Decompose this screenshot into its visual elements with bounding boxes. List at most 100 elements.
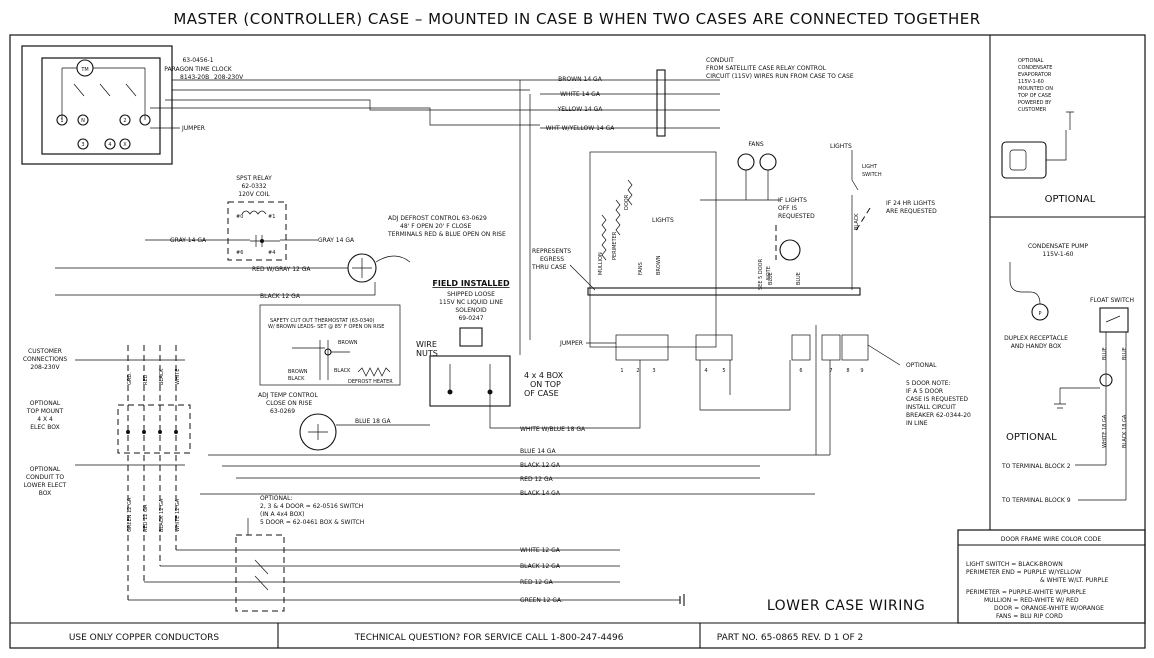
represents-3: THRU CASE [531,264,567,271]
pump-black-18: BLACK 18 GA [1122,414,1128,448]
safety-brown-2: BROWN [288,369,308,375]
wire-gray-1: GRAY 14 GA [170,237,207,244]
drawing-border [9,34,1146,649]
solenoid-symbol [459,327,483,347]
tc-term-1 [56,114,68,126]
tb-2: 2 [636,368,639,374]
temp-control-line2: CLOSE ON RISE [266,400,312,407]
conduit-line3: CIRCUIT (115V) WIRES RUN FROM CASE TO CA… [706,73,854,80]
wire-mid-black-14: BLACK 14 GA [520,490,561,497]
clock-top-wires [172,79,540,91]
relay-t0: #0 [236,214,243,220]
wire-nuts-1: WIRE [416,340,437,349]
light-switch-1: LIGHT [862,164,878,170]
tb-jumper-label: JUMPER [559,340,583,347]
safety-black-2: BLACK [288,376,305,382]
tb-4: 4 [704,368,707,374]
defrost-heater-label: DEFROST HEATER [348,379,393,385]
v-white: WHITE [175,369,181,385]
cc-7: FANS = BLU RIP CORD [996,613,1063,620]
tc-term-x [119,138,131,150]
tb-optional: OPTIONAL [906,362,937,369]
optional-elec-box [117,404,191,454]
five-door-4: INSTALL CIRCUIT [906,404,956,411]
safety-wiring [292,340,350,380]
temp-control-symbol [299,413,337,451]
evap-6: TOP OF CASE [1017,93,1051,99]
mount-4: ELEC BOX [30,424,59,431]
top-wire-drops [519,80,531,355]
v-green-12: GREEN 12 GA [127,497,133,532]
wire-gray-2: GRAY 14 GA [318,237,355,244]
evap-2: CONDENSATE [1018,65,1052,71]
fan-2 [759,153,777,171]
lower-case-wiring-label: LOWER CASE WIRING [767,598,925,614]
cc-2: PERIMETER END = PURPLE W/YELLOW [966,569,1081,576]
v-black-12: BLACK 12 GA [159,498,165,532]
jumper-label: JUMPER [181,125,205,132]
relay-t4: #4 [268,250,275,256]
light-switch-2: SWITCH [862,172,882,178]
pump-motor [1031,303,1049,321]
perimeter-label: PERIMETER [612,231,618,260]
safety-frame [259,304,401,386]
relay-contact [250,235,280,247]
evap-7: POWERED BY [1018,100,1052,106]
wire-bottom-black-12: BLACK 12 GA [520,563,561,570]
tb-1: 1 [620,368,623,374]
fans-top-label: FANS [748,141,763,148]
represents-2: EGRESS [540,256,564,263]
pump-blue-2: BLUE [1122,347,1128,360]
wire-nut-1 [447,389,453,395]
time-clock-inner-box [41,57,161,155]
field-line3: SOLENOID [455,307,487,314]
wire-mid-red-12: RED 12 GA [520,476,554,483]
light-switch-line [851,150,859,290]
v-white-12: WHITE 12 GA [175,498,181,532]
tc-label-n: N [81,118,85,124]
defrost-heater-symbol [357,367,391,377]
relay-coil-symbol [241,210,267,215]
float-switch [1099,307,1129,333]
if24-1: IF 24 HR LIGHTS [886,200,935,207]
box-label-3: OF CASE [524,389,559,398]
conduit-line2: FROM SATELLITE CASE RELAY CONTROL [706,65,827,72]
left-long-wires [55,267,376,296]
relay-coil: 120V COIL [238,191,270,198]
field-line4: 69-0247 [458,315,483,322]
five-door-2: IF A 5 DOOR [906,388,943,395]
relay-name: SPST RELAY [236,175,272,182]
conduit-line1: CONDUIT [706,57,734,64]
v-black: BLACK [159,368,165,385]
color-code-heading: DOOR FRAME WIRE COLOR CODE [1001,536,1101,543]
fan-1 [737,153,755,171]
to-tb-2: TO TERMINAL BLOCK 2 [1001,463,1071,470]
wire-mid-black-12: BLACK 12 GA [520,462,561,469]
float-switch-label: FLOAT SWITCH [1090,297,1134,304]
relay-box [227,201,287,261]
relay-t6: #6 [236,250,243,256]
switch-note-4: 5 DOOR = 62-0461 BOX & SWITCH [260,519,364,526]
tc-model: 8143-20B [180,74,209,81]
diagram-title: MASTER (CONTROLLER) CASE – MOUNTED IN CA… [173,10,980,28]
mullion-label: MULLION [598,252,604,275]
field-line2: 115V NC LIQUID LINE [439,299,503,306]
tc-term-3 [77,138,89,150]
if-off-3: REQUESTED [778,213,815,220]
customer-conn-3: 208-230V [30,364,60,371]
lights-top-label: LIGHTS [830,143,852,150]
tb-9: 9 [860,368,863,374]
defrost-control-detail [352,255,411,278]
pump-ground [1054,387,1100,409]
five-door-1: 5 DOOR NOTE: [906,380,951,387]
pump-1: CONDENSATE PUMP [1028,243,1088,250]
top-wire-runs [540,79,720,129]
black-label: BLACK [854,213,860,230]
wire-nuts-2: NUTS [416,349,438,358]
mount-2: TOP MOUNT [26,408,64,415]
mount-3: 4 X 4 [37,416,53,423]
relay-t1: #1 [268,214,275,220]
tc-term-2b [139,114,151,126]
tc-volts: 208-230V [214,74,244,81]
dup-1: DUPLEX RECEPTACLE [1004,335,1068,342]
